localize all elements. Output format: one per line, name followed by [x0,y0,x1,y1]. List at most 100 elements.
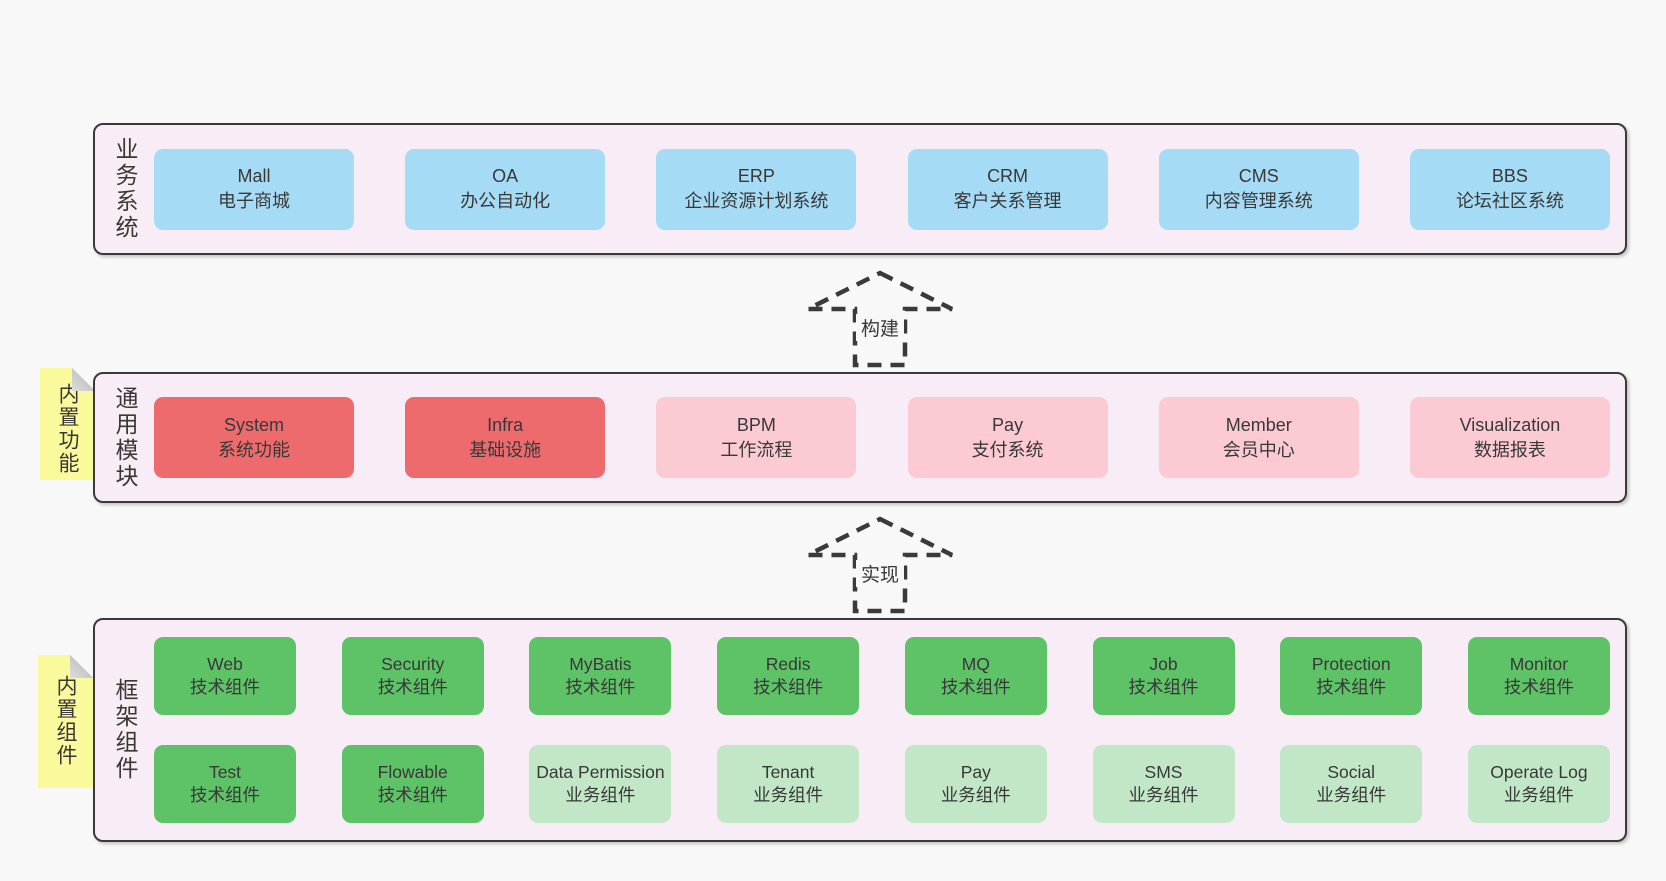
sticky-note-built-in-functions: 内置功能 [40,368,95,480]
node-title: BBS [1491,166,1528,186]
node-title: Social [1327,762,1376,782]
node-subtitle: 业务组件 [940,785,1011,805]
node-member: Member 会员中心 [1158,397,1359,478]
layer-business-systems: 业务系统 Mall 电子商城 OA 办公自动化 ERP 企业资源计划系统 CRM 客户关系管理… [93,123,1627,255]
node-subtitle: 业务组件 [1128,785,1199,805]
node-tenant: Tenant 业务组件 [717,745,860,823]
node-subtitle: 业务组件 [753,785,824,805]
node-subtitle: 内容管理系统 [1204,191,1313,211]
node-subtitle: 技术组件 [1316,677,1387,697]
sticky-note-built-in-components: 内置组件 [38,655,93,788]
node-title: OA [492,166,519,186]
node-subtitle: 技术组件 [753,677,824,697]
node-data-permission: Data Permission 业务组件 [529,745,672,823]
node-subtitle: 技术组件 [377,677,448,697]
node-title: Visualization [1459,414,1561,435]
node-subtitle: 系统功能 [218,439,290,460]
arrow-implement-label: 实现 [855,560,905,587]
node-title: MyBatis [569,654,632,674]
layer-title-text: 通用模块 [112,385,138,490]
node-title: MQ [961,654,990,674]
node-title: System [223,414,284,435]
layer-common-modules: 通用模块 System 系统功能 Infra 基础设施 BPM 工作流程 Pay 支付系统 Me… [93,372,1627,503]
node-title: Test [208,762,242,782]
node-subtitle: 技术组件 [377,785,448,805]
node-subtitle: 技术组件 [190,785,260,805]
node-subtitle: 企业资源计划系统 [684,191,829,211]
node-title: Pay [960,762,991,782]
node-title: Mall [237,166,271,186]
node-bbs: BBS 论坛社区系统 [1409,148,1610,230]
arrow-implement: 实现 [805,516,955,614]
node-title: Data Permission [536,762,665,782]
node-subtitle: 技术组件 [940,677,1011,697]
layer-title: 通用模块 [95,374,154,501]
node-title: Tenant [761,762,815,782]
node-bpm: BPM 工作流程 [656,397,857,478]
arrow-build-label: 构建 [855,314,905,341]
node-visualization: Visualization 数据报表 [1409,397,1610,478]
node-title: Pay [992,414,1024,435]
node-test: Test 技术组件 [154,745,296,823]
node-system: System 系统功能 [154,397,354,478]
node-title: SMS [1144,762,1183,782]
node-subtitle: 客户关系管理 [953,191,1062,211]
node-operate-log: Operate Log 业务组件 [1467,745,1610,823]
node-infra: Infra 基础设施 [405,397,606,478]
modules-boxes-row: System 系统功能 Infra 基础设施 BPM 工作流程 Pay 支付系统 Member 会… [154,374,1625,501]
node-security: Security 技术组件 [341,637,484,715]
node-subtitle: 数据报表 [1473,439,1546,460]
layer-title: 框架组件 [95,620,154,840]
sticky-note-label: 内置功能 [56,383,79,475]
node-title: BPM [736,414,776,435]
layer-title: 业务系统 [95,125,154,253]
block-arrow-up-icon [806,516,954,614]
node-mybatis: MyBatis 技术组件 [529,637,672,715]
layer-title-text: 框架组件 [112,678,138,782]
node-subtitle: 业务组件 [565,785,636,805]
node-title: CRM [987,166,1029,186]
node-title: Redis [765,654,811,674]
node-subtitle: 工作流程 [720,439,793,460]
node-title: Member [1225,414,1292,435]
node-subtitle: 技术组件 [1503,677,1574,697]
node-subtitle: 电子商城 [218,191,290,211]
node-title: Web [207,654,243,674]
node-title: Operate Log [1490,762,1588,782]
node-monitor: Monitor 技术组件 [1467,637,1610,715]
node-title: ERP [737,166,775,186]
node-subtitle: 业务组件 [1503,785,1574,805]
node-title: CMS [1238,166,1279,186]
node-subtitle: 论坛社区系统 [1455,191,1564,211]
node-title: Monitor [1509,654,1569,674]
node-sms: SMS 业务组件 [1092,745,1235,823]
node-title: Infra [487,414,524,435]
node-mall: Mall 电子商城 [154,148,354,230]
node-title: Job [1149,654,1178,674]
node-subtitle: 技术组件 [190,677,260,697]
node-protection: Protection 技术组件 [1280,637,1423,715]
node-mq: MQ 技术组件 [904,637,1047,715]
node-subtitle: 支付系统 [971,439,1044,460]
node-cms: CMS 内容管理系统 [1158,148,1359,230]
block-arrow-up-icon [806,270,954,368]
node-title: Security [381,654,445,674]
node-erp: ERP 企业资源计划系统 [656,148,857,230]
node-crm: CRM 客户关系管理 [907,148,1108,230]
node-subtitle: 技术组件 [565,677,636,697]
node-subtitle: 会员中心 [1222,439,1295,460]
node-subtitle: 基础设施 [469,439,542,460]
node-subtitle: 办公自动化 [460,191,551,211]
business-boxes-row: Mall 电子商城 OA 办公自动化 ERP 企业资源计划系统 CRM 客户关系管理 CMS 内容… [154,125,1625,253]
node-title: Flowable [377,762,448,782]
sticky-note-label: 内置组件 [54,675,77,767]
node-web: Web 技术组件 [154,637,296,715]
node-pay: Pay 业务组件 [904,745,1047,823]
node-redis: Redis 技术组件 [717,637,860,715]
node-title: Protection [1311,654,1391,674]
arrow-build: 构建 [805,270,955,368]
node-oa: OA 办公自动化 [405,148,606,230]
